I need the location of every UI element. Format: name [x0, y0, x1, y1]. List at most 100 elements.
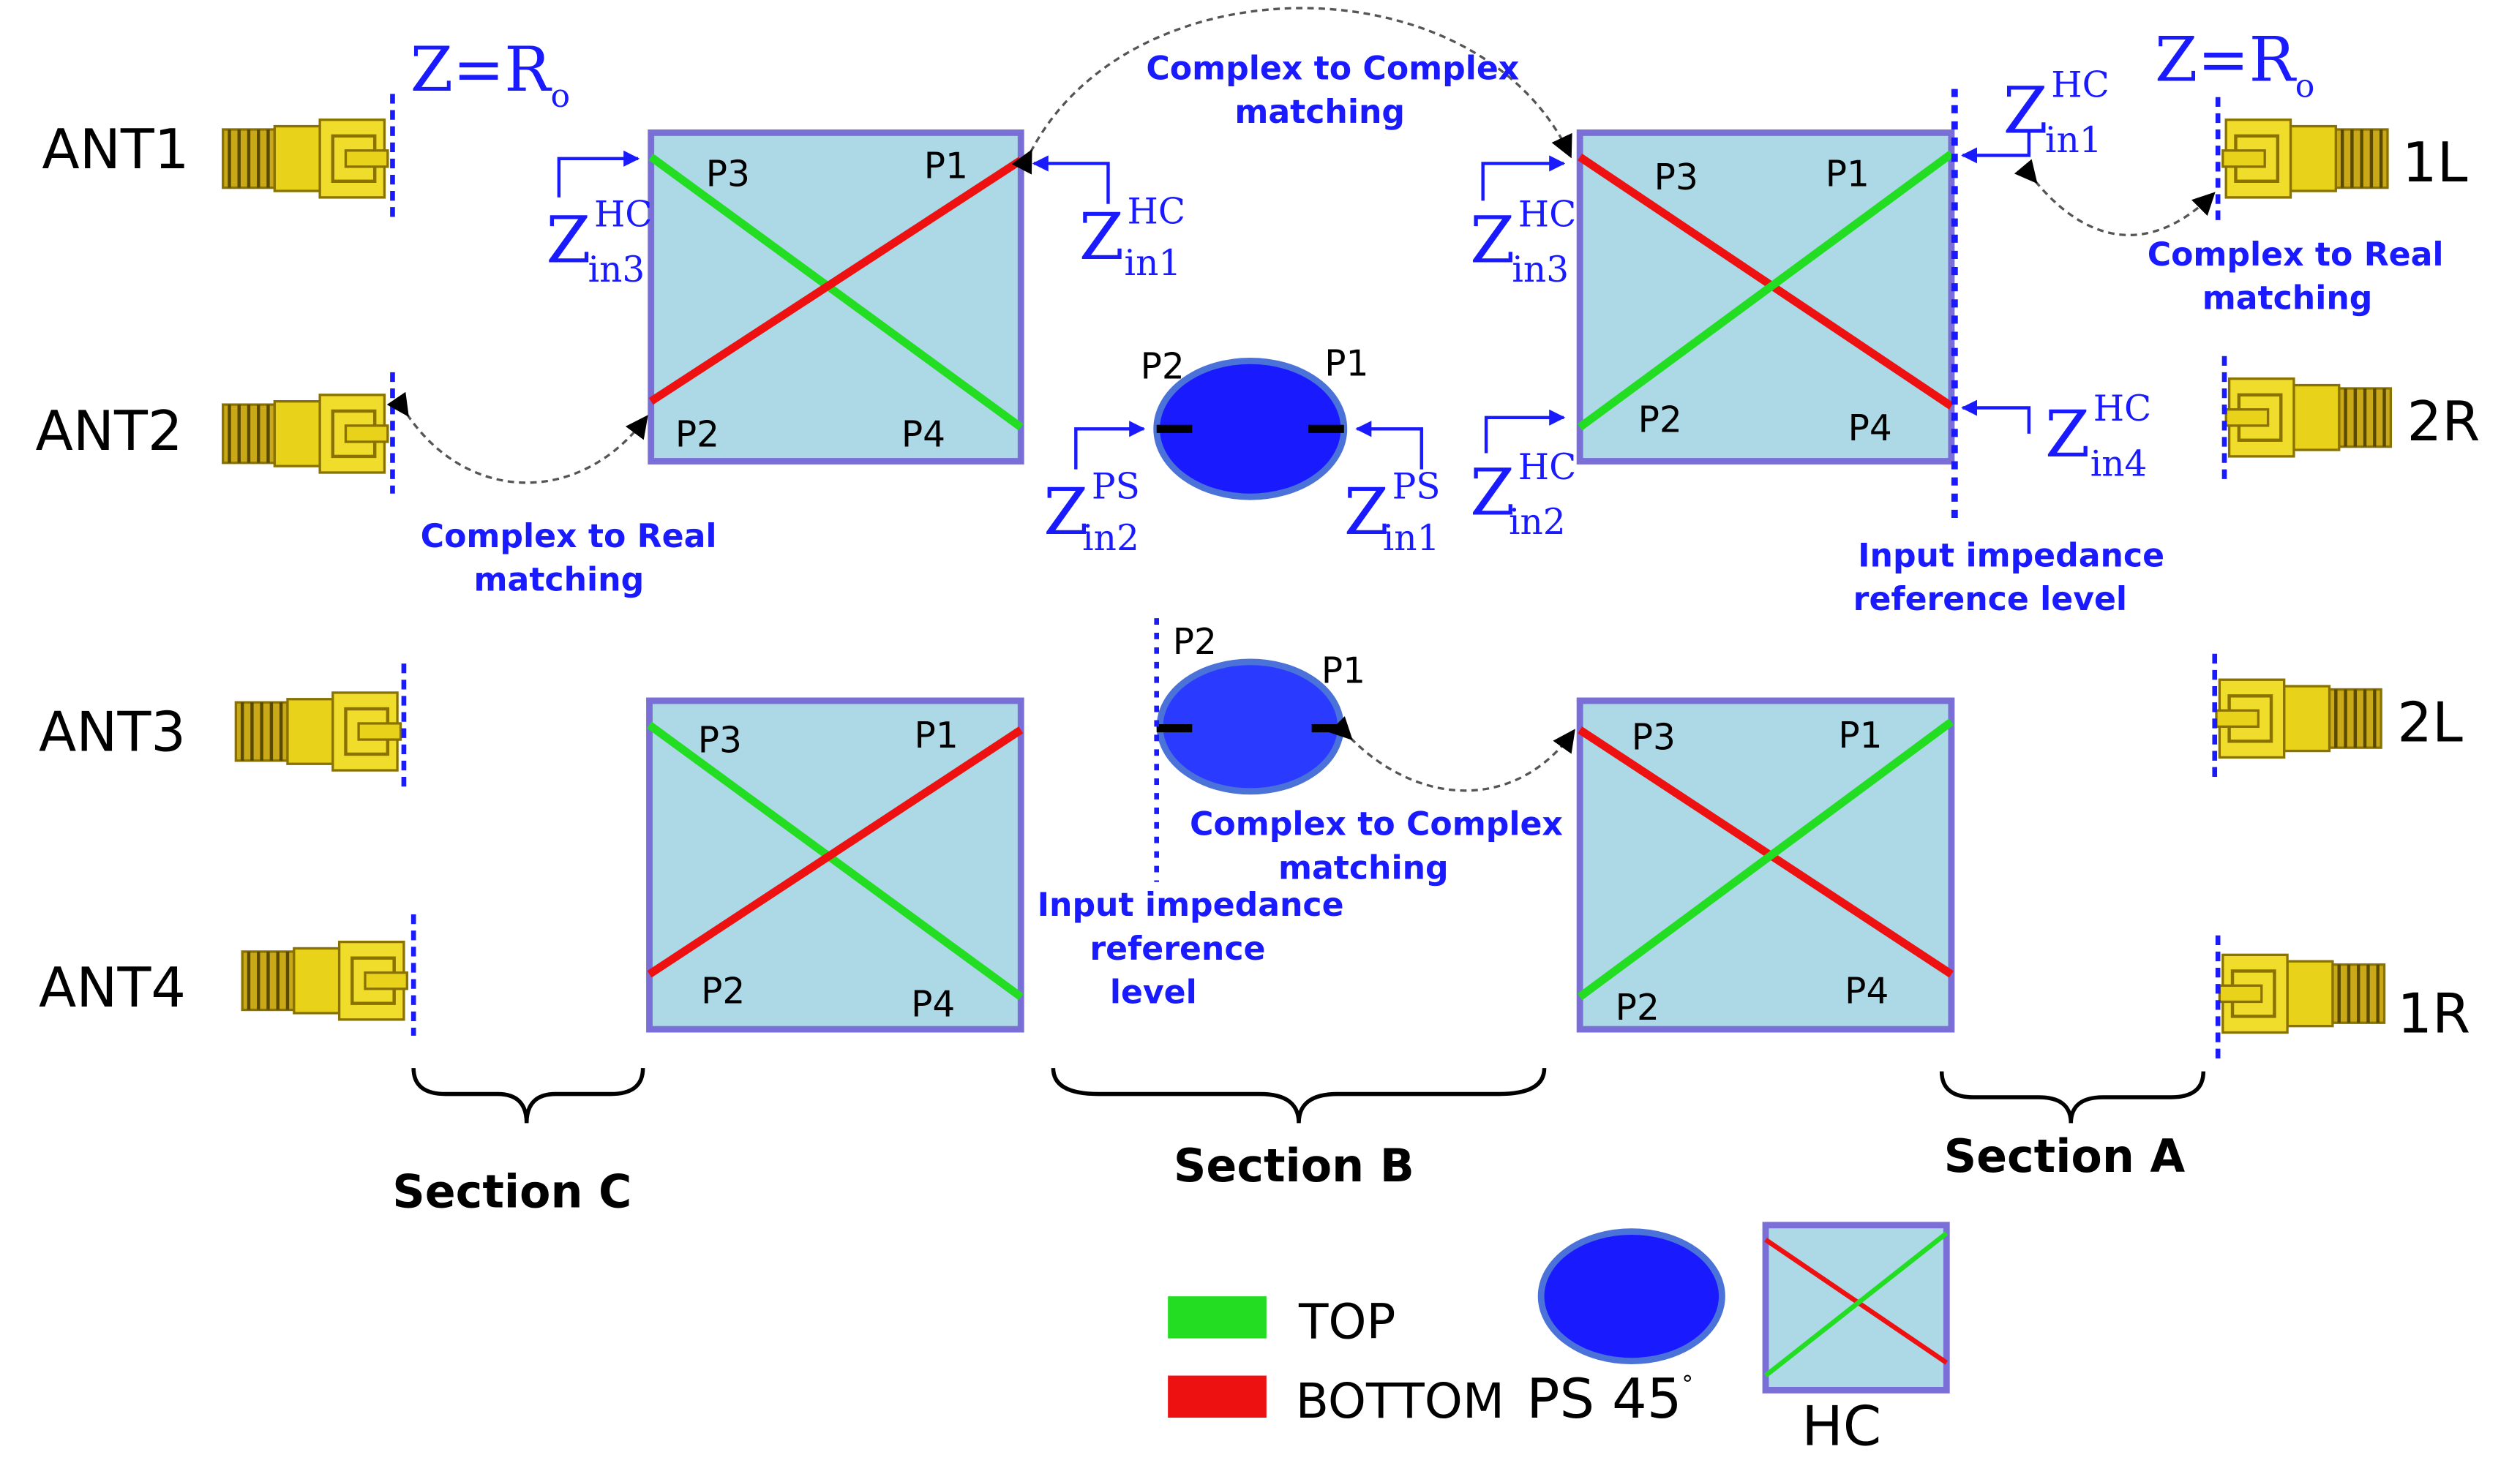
connector-ant2: [223, 395, 388, 473]
legend-ps-label: PS 45°: [1526, 1366, 1693, 1431]
note-ref-center-2: reference: [1090, 930, 1265, 968]
legend-hc-icon: [1762, 1222, 1950, 1394]
hc1-p1: P1: [924, 146, 968, 187]
connector-2l: [2216, 680, 2381, 757]
svg-text:in3: in3: [1512, 249, 1569, 290]
note-c2r-right-2: matching: [2202, 280, 2373, 317]
label-1r: 1R: [2397, 981, 2470, 1045]
svg-text:in1: in1: [1125, 243, 1182, 284]
hybrid-coupler-top-right: P3 P1 P2 P4: [1576, 129, 1955, 465]
legend-bottom-label: BOTTOM: [1296, 1372, 1504, 1429]
hc3-p3: P3: [698, 721, 742, 761]
label-2l: 2L: [2397, 690, 2463, 754]
hc2-p2: P2: [1638, 400, 1682, 441]
hc3-p4: P4: [911, 984, 955, 1025]
svg-text:ZHC: ZHC: [2003, 65, 2110, 148]
hc4-p1: P1: [1838, 715, 1882, 756]
svg-text:ZHC: ZHC: [546, 195, 652, 278]
note-c2c-bottom-2: matching: [1278, 849, 1449, 887]
hc2-p3: P3: [1654, 157, 1698, 198]
ps2-p1: P1: [1321, 651, 1365, 692]
connector-1r: [2219, 955, 2384, 1032]
svg-text:in1: in1: [1383, 518, 1440, 559]
svg-text:ZHC: ZHC: [2045, 388, 2151, 472]
note-ref-right-2: reference level: [1853, 581, 2127, 618]
label-ant1: ANT1: [42, 117, 189, 181]
z-ro-left: Z=Ro: [410, 34, 570, 115]
note-ref-right-1: Input impedance: [1858, 537, 2164, 574]
svg-text:in2: in2: [1082, 518, 1139, 559]
hybrid-coupler-top-left: P3 P1 P2 P4: [648, 129, 1024, 465]
phase-shifter-bottom: P2 P1: [1156, 622, 1365, 795]
ps2-p2: P2: [1173, 622, 1217, 663]
label-ant3: ANT3: [39, 699, 186, 764]
svg-text:ZHC: ZHC: [1079, 191, 1185, 274]
note-c2r-left-1: Complex to Real: [421, 518, 717, 555]
label-section-b: Section B: [1174, 1140, 1414, 1192]
arc-complex-complex-top: [1011, 7, 1572, 175]
svg-text:Z=Ro: Z=Ro: [410, 34, 570, 115]
hc4-p4: P4: [1845, 971, 1889, 1012]
connector-2r: [2226, 379, 2390, 456]
label-1l: 1L: [2402, 130, 2468, 195]
ps1-p2: P2: [1141, 347, 1185, 388]
hc2-p1: P1: [1826, 154, 1870, 195]
hybrid-coupler-bottom-right: P3 P1 P2 P4: [1576, 697, 1955, 1033]
svg-text:Z=Ro: Z=Ro: [2155, 24, 2314, 105]
legend-bottom-swatch: [1168, 1375, 1267, 1418]
svg-text:in4: in4: [2090, 443, 2148, 484]
note-c2r-right-1: Complex to Real: [2148, 236, 2444, 274]
connector-1l: [2223, 120, 2388, 198]
brace-section-b: [1051, 1067, 1547, 1124]
svg-text:in2: in2: [1509, 502, 1566, 543]
svg-text:ZHC: ZHC: [1470, 195, 1576, 278]
hc4-p3: P3: [1632, 717, 1676, 758]
label-section-c: Section C: [392, 1165, 631, 1218]
legend-ps-icon: [1537, 1228, 1725, 1365]
ps1-p1: P1: [1324, 343, 1368, 384]
label-2r: 2R: [2407, 389, 2480, 454]
svg-text:in3: in3: [588, 249, 645, 290]
hybrid-coupler-bottom-left: P3 P1 P2 P4: [646, 697, 1024, 1033]
note-c2c-bottom-1: Complex to Complex: [1190, 806, 1563, 843]
arc-complex-real-left: [386, 391, 648, 484]
connector-ant3: [236, 693, 400, 770]
hc1-p3: P3: [706, 154, 750, 195]
hc3-p1: P1: [915, 715, 959, 756]
arc-complex-complex-bottom: [1328, 716, 1575, 792]
legend-hc-label: HC: [1801, 1394, 1881, 1459]
svg-text:ZPS: ZPS: [1043, 466, 1140, 549]
phase-shifter-top: P2 P1: [1141, 343, 1368, 500]
arc-complex-real-right: [2014, 159, 2216, 237]
note-c2r-left-2: matching: [474, 561, 645, 598]
note-c2c-top-2: matching: [1234, 94, 1405, 131]
svg-text:ZPS: ZPS: [1344, 466, 1441, 549]
note-c2c-top-1: Complex to Complex: [1146, 50, 1519, 87]
legend-top-swatch: [1168, 1296, 1267, 1339]
hc4-p2: P2: [1616, 988, 1660, 1028]
brace-section-a: [1939, 1071, 2206, 1124]
z-ro-right: Z=Ro: [2155, 24, 2314, 105]
svg-text:in1: in1: [2045, 120, 2102, 161]
hc2-p4: P4: [1848, 408, 1892, 449]
label-ant2: ANT2: [36, 399, 183, 463]
connector-ant4: [242, 942, 407, 1020]
note-ref-center-1: Input impedance: [1038, 887, 1344, 924]
brace-section-c: [411, 1068, 645, 1124]
hc1-p2: P2: [675, 415, 719, 456]
legend-top-label: TOP: [1298, 1293, 1396, 1350]
legend: TOP BOTTOM PS 45° HC: [1168, 1222, 1950, 1459]
label-section-a: Section A: [1944, 1130, 2186, 1183]
note-ref-center-3: level: [1110, 974, 1197, 1012]
connector-ant1: [223, 120, 388, 198]
hc3-p2: P2: [701, 971, 745, 1012]
